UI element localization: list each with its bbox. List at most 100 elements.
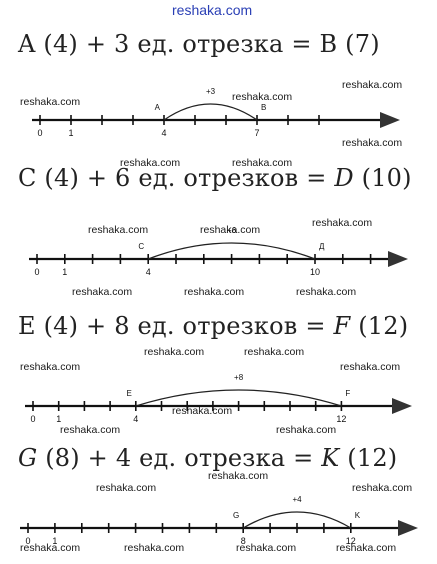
tick-label: 12	[336, 414, 346, 424]
equation-2: C (4) + 6 ед. отрезков = D (10)	[18, 164, 412, 192]
watermark: reshaka.com	[276, 424, 337, 436]
start-point-label: C	[138, 242, 144, 251]
eq3-rhs-point: F	[333, 312, 351, 340]
arc-label: +8	[234, 373, 244, 382]
tick-label: 4	[161, 128, 166, 138]
watermark: reshaka.com	[342, 137, 403, 149]
end-point-label: B	[261, 103, 266, 112]
tick-label: 1	[68, 128, 73, 138]
watermark: reshaka.com	[20, 96, 81, 108]
watermark: reshaka.com	[144, 346, 205, 358]
watermark-top: reshaka.com	[172, 2, 253, 18]
tick-label: 12	[346, 536, 356, 546]
jump-arc	[135, 389, 342, 407]
eq2-lhs-point: C	[18, 164, 37, 192]
eq2-lhs-value: (4)	[44, 164, 80, 192]
start-point-label: E	[126, 389, 131, 398]
eq2-equals: =	[306, 164, 327, 192]
watermark: reshaka.com	[296, 286, 357, 298]
number-line-1: 0 1 4 7 +3A B	[32, 87, 400, 138]
tick-label: 4	[146, 267, 151, 277]
eq2-count: 6	[115, 164, 131, 192]
watermark: reshaka.com	[60, 424, 121, 436]
eq1-count: 3	[114, 30, 130, 58]
equation-1: A (4) + 3 ед. отрезка = B (7)	[18, 30, 380, 58]
eq1-op: +	[85, 30, 107, 58]
eq2-unit: ед. отрезков	[138, 164, 299, 192]
watermark: reshaka.com	[236, 542, 297, 554]
eq4-lhs-value: (8)	[45, 444, 80, 472]
eq1-unit: ед. отрезка	[137, 30, 284, 58]
axis-arrowhead	[392, 398, 412, 414]
watermark: reshaka.com	[342, 79, 403, 91]
end-point-label: F	[345, 389, 350, 398]
eq1-lhs-value: (4)	[43, 30, 78, 58]
equation-3: E (4) + 8 ед. отрезков = F (12)	[18, 312, 408, 340]
jump-arc	[242, 511, 352, 529]
tick-label: 1	[62, 267, 67, 277]
eq2-rhs-point: D	[334, 164, 354, 192]
tick-label: 8	[241, 536, 246, 546]
tick-label: 0	[25, 536, 30, 546]
eq4-count: 4	[115, 444, 132, 472]
tick-label: 4	[133, 414, 138, 424]
tick-label: 0	[37, 128, 42, 138]
eq3-lhs-point: E	[18, 312, 36, 340]
eq3-count: 8	[114, 312, 130, 340]
eq4-rhs-point: K	[321, 444, 340, 472]
watermark: reshaka.com	[232, 91, 293, 103]
equation-4: G (8) + 4 ед. отрезка = K (12)	[18, 444, 397, 472]
watermark: reshaka.com	[352, 482, 413, 494]
axis-arrowhead	[398, 520, 418, 536]
tick-label: 0	[30, 414, 35, 424]
eq1-lhs-point: A	[18, 30, 36, 58]
eq4-op: +	[87, 444, 108, 472]
arc-label: +6	[227, 226, 237, 235]
watermark: reshaka.com	[124, 542, 185, 554]
eq4-rhs-value: (12)	[347, 444, 398, 472]
eq1-rhs-point: B	[319, 30, 338, 58]
number-line-2: 0 1 4 10 +6C Д	[29, 226, 408, 277]
eq3-rhs-value: (12)	[358, 312, 409, 340]
jump-arc	[163, 103, 258, 121]
watermark: reshaka.com	[88, 224, 149, 236]
arc-label: +3	[206, 87, 216, 96]
watermark: reshaka.com	[96, 482, 157, 494]
eq1-rhs-value: (7)	[345, 30, 380, 58]
watermark: reshaka.com	[20, 361, 81, 373]
eq4-equals: =	[293, 444, 314, 472]
eq2-rhs-value: (10)	[361, 164, 412, 192]
number-line-4: 0 1 8 12 +4G K	[20, 495, 418, 546]
eq2-op: +	[86, 164, 108, 192]
arc-label: +4	[292, 495, 302, 504]
jump-arc	[147, 242, 316, 260]
tick-label: 0	[34, 267, 39, 277]
axis-arrowhead	[388, 251, 408, 267]
watermark: reshaka.com	[208, 470, 269, 482]
tick-label: 1	[52, 536, 57, 546]
watermark: reshaka.com	[312, 217, 373, 229]
end-point-label: Д	[319, 242, 325, 251]
watermark: reshaka.com	[20, 542, 81, 554]
watermark: reshaka.com	[340, 361, 401, 373]
watermark: reshaka.com	[184, 286, 245, 298]
tick-label: 7	[254, 128, 259, 138]
watermark: reshaka.com	[72, 286, 133, 298]
number-line-3: 0 1 4 12 +8E F	[25, 373, 412, 424]
axis-arrowhead	[380, 112, 400, 128]
eq3-op: +	[86, 312, 107, 340]
eq3-unit: ед. отрезков	[137, 312, 298, 340]
tick-label: 1	[56, 414, 61, 424]
end-point-label: K	[355, 511, 361, 520]
eq3-lhs-value: (4)	[43, 312, 79, 340]
start-point-label: G	[233, 511, 239, 520]
eq4-lhs-point: G	[18, 444, 38, 472]
start-point-label: A	[155, 103, 161, 112]
eq4-unit: ед. отрезка	[139, 444, 286, 472]
watermark: reshaka.com	[120, 157, 181, 169]
eq1-equals: =	[291, 30, 312, 58]
tick-label: 10	[310, 267, 320, 277]
watermark: reshaka.com	[244, 346, 305, 358]
eq3-equals: =	[305, 312, 326, 340]
